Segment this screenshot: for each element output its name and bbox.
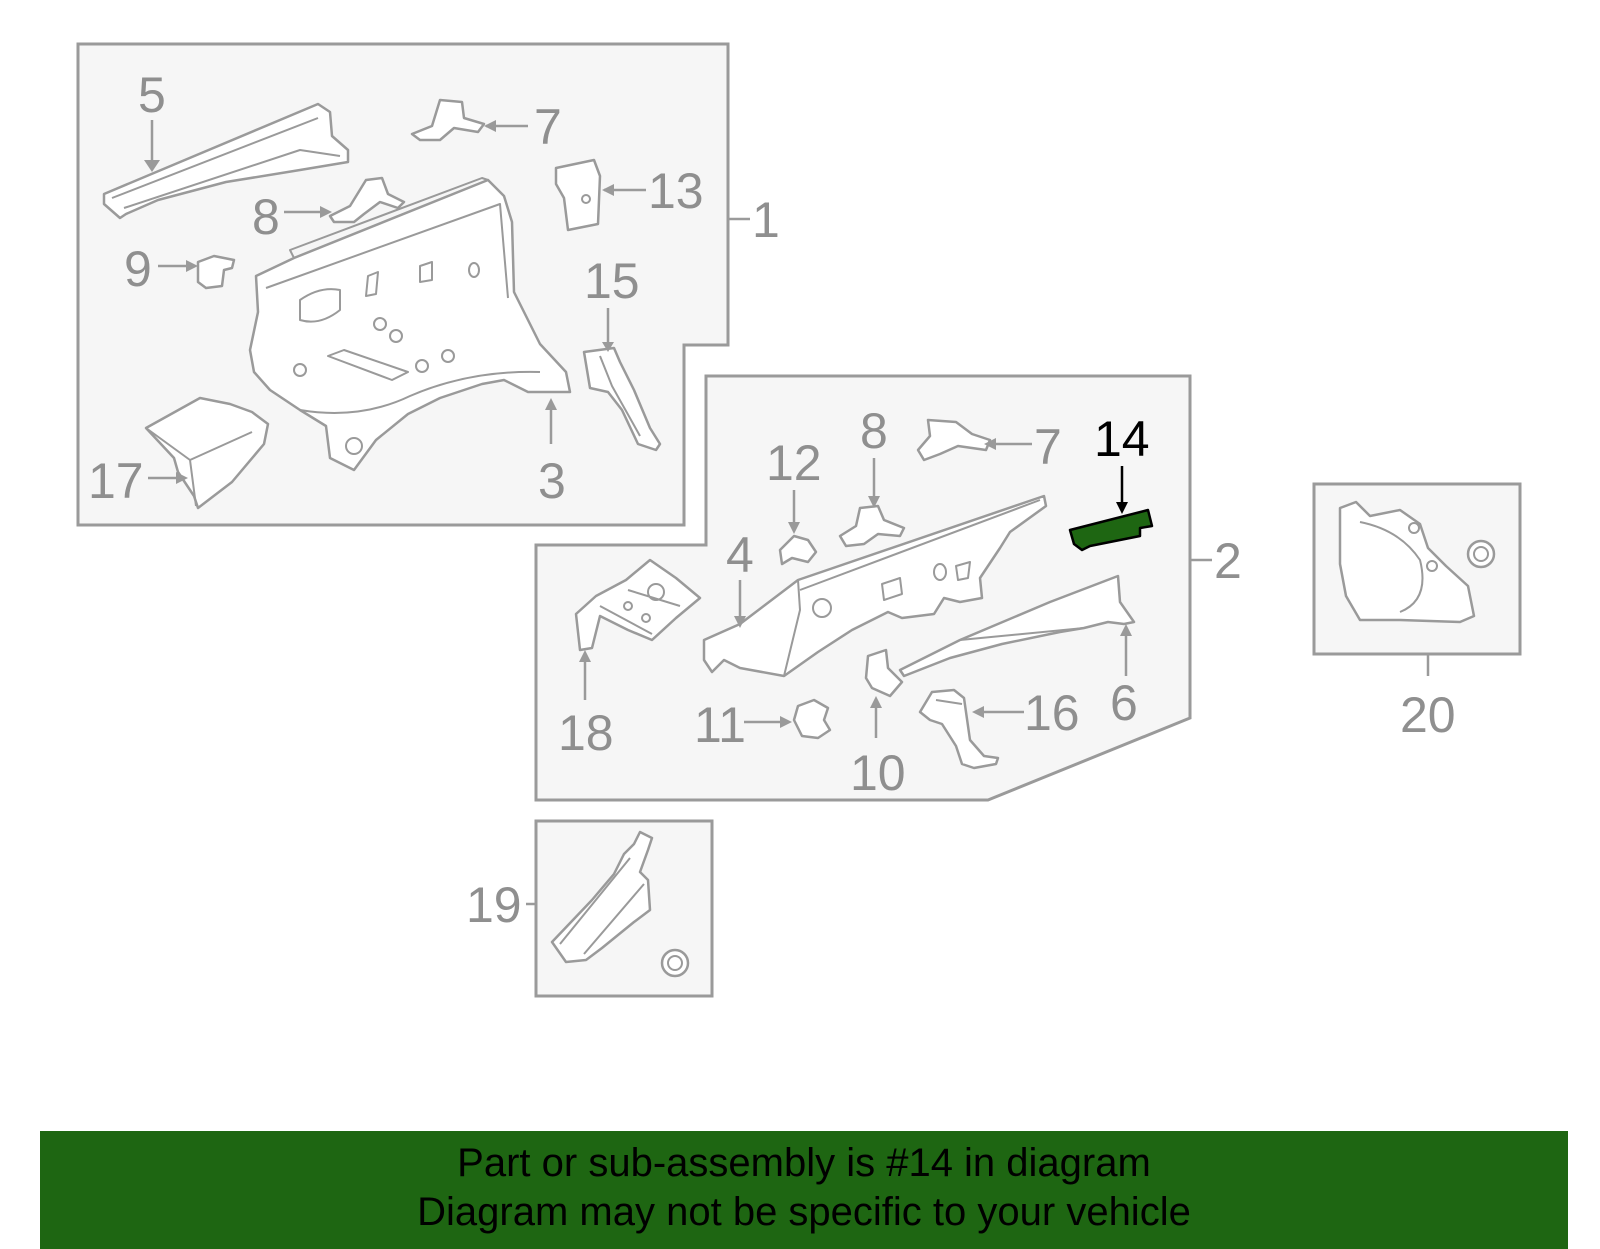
label-17: 17 [88, 453, 144, 509]
label-3: 3 [538, 453, 566, 509]
part-4-front-rail [702, 494, 1048, 678]
label-12: 12 [766, 435, 822, 491]
label-19: 19 [466, 877, 522, 933]
part-10-plate [864, 648, 904, 698]
label-7-lower: 7 [1034, 419, 1062, 475]
part-7-bracket-upper [410, 98, 486, 142]
label-9: 9 [124, 241, 152, 297]
part-9-clip [196, 254, 236, 290]
part-7-bracket-lower [916, 418, 992, 462]
label-2: 2 [1214, 533, 1242, 589]
part-19-gusset [550, 830, 690, 978]
label-10: 10 [850, 745, 906, 801]
label-7-upper: 7 [534, 99, 562, 155]
part-16-brace [918, 688, 1000, 770]
label-1: 1 [752, 192, 780, 248]
part-14-highlighted [1068, 508, 1154, 552]
part-13-plate [554, 158, 602, 232]
label-16: 16 [1024, 685, 1080, 741]
part-15-brace [582, 346, 662, 452]
label-6: 6 [1110, 675, 1138, 731]
label-15: 15 [584, 253, 640, 309]
part-11-clip [792, 698, 832, 740]
part-20-cover [1338, 500, 1496, 624]
banner-line-1: Part or sub-assembly is #14 in diagram [457, 1141, 1151, 1185]
part-5-rail [102, 102, 350, 220]
part-12-clip [778, 534, 818, 566]
label-4: 4 [726, 527, 754, 583]
info-banner: Part or sub-assembly is #14 in diagram D… [40, 1131, 1568, 1249]
part-6-rail-extension [898, 574, 1136, 678]
part-8-bracket-upper [328, 176, 406, 224]
label-14: 14 [1094, 411, 1150, 467]
part-17-bracket [144, 396, 270, 510]
banner-line-2: Diagram may not be specific to your vehi… [417, 1190, 1191, 1234]
label-20: 20 [1400, 687, 1456, 743]
part-8-bracket-lower [838, 504, 906, 548]
part-3-wheelhouse-apron [248, 177, 572, 472]
label-5: 5 [138, 67, 166, 123]
label-13: 13 [648, 163, 704, 219]
label-8-lower: 8 [860, 403, 888, 459]
label-8-upper: 8 [252, 189, 280, 245]
part-18-mount [574, 558, 702, 652]
label-18: 18 [558, 705, 614, 761]
label-11: 11 [694, 697, 746, 753]
